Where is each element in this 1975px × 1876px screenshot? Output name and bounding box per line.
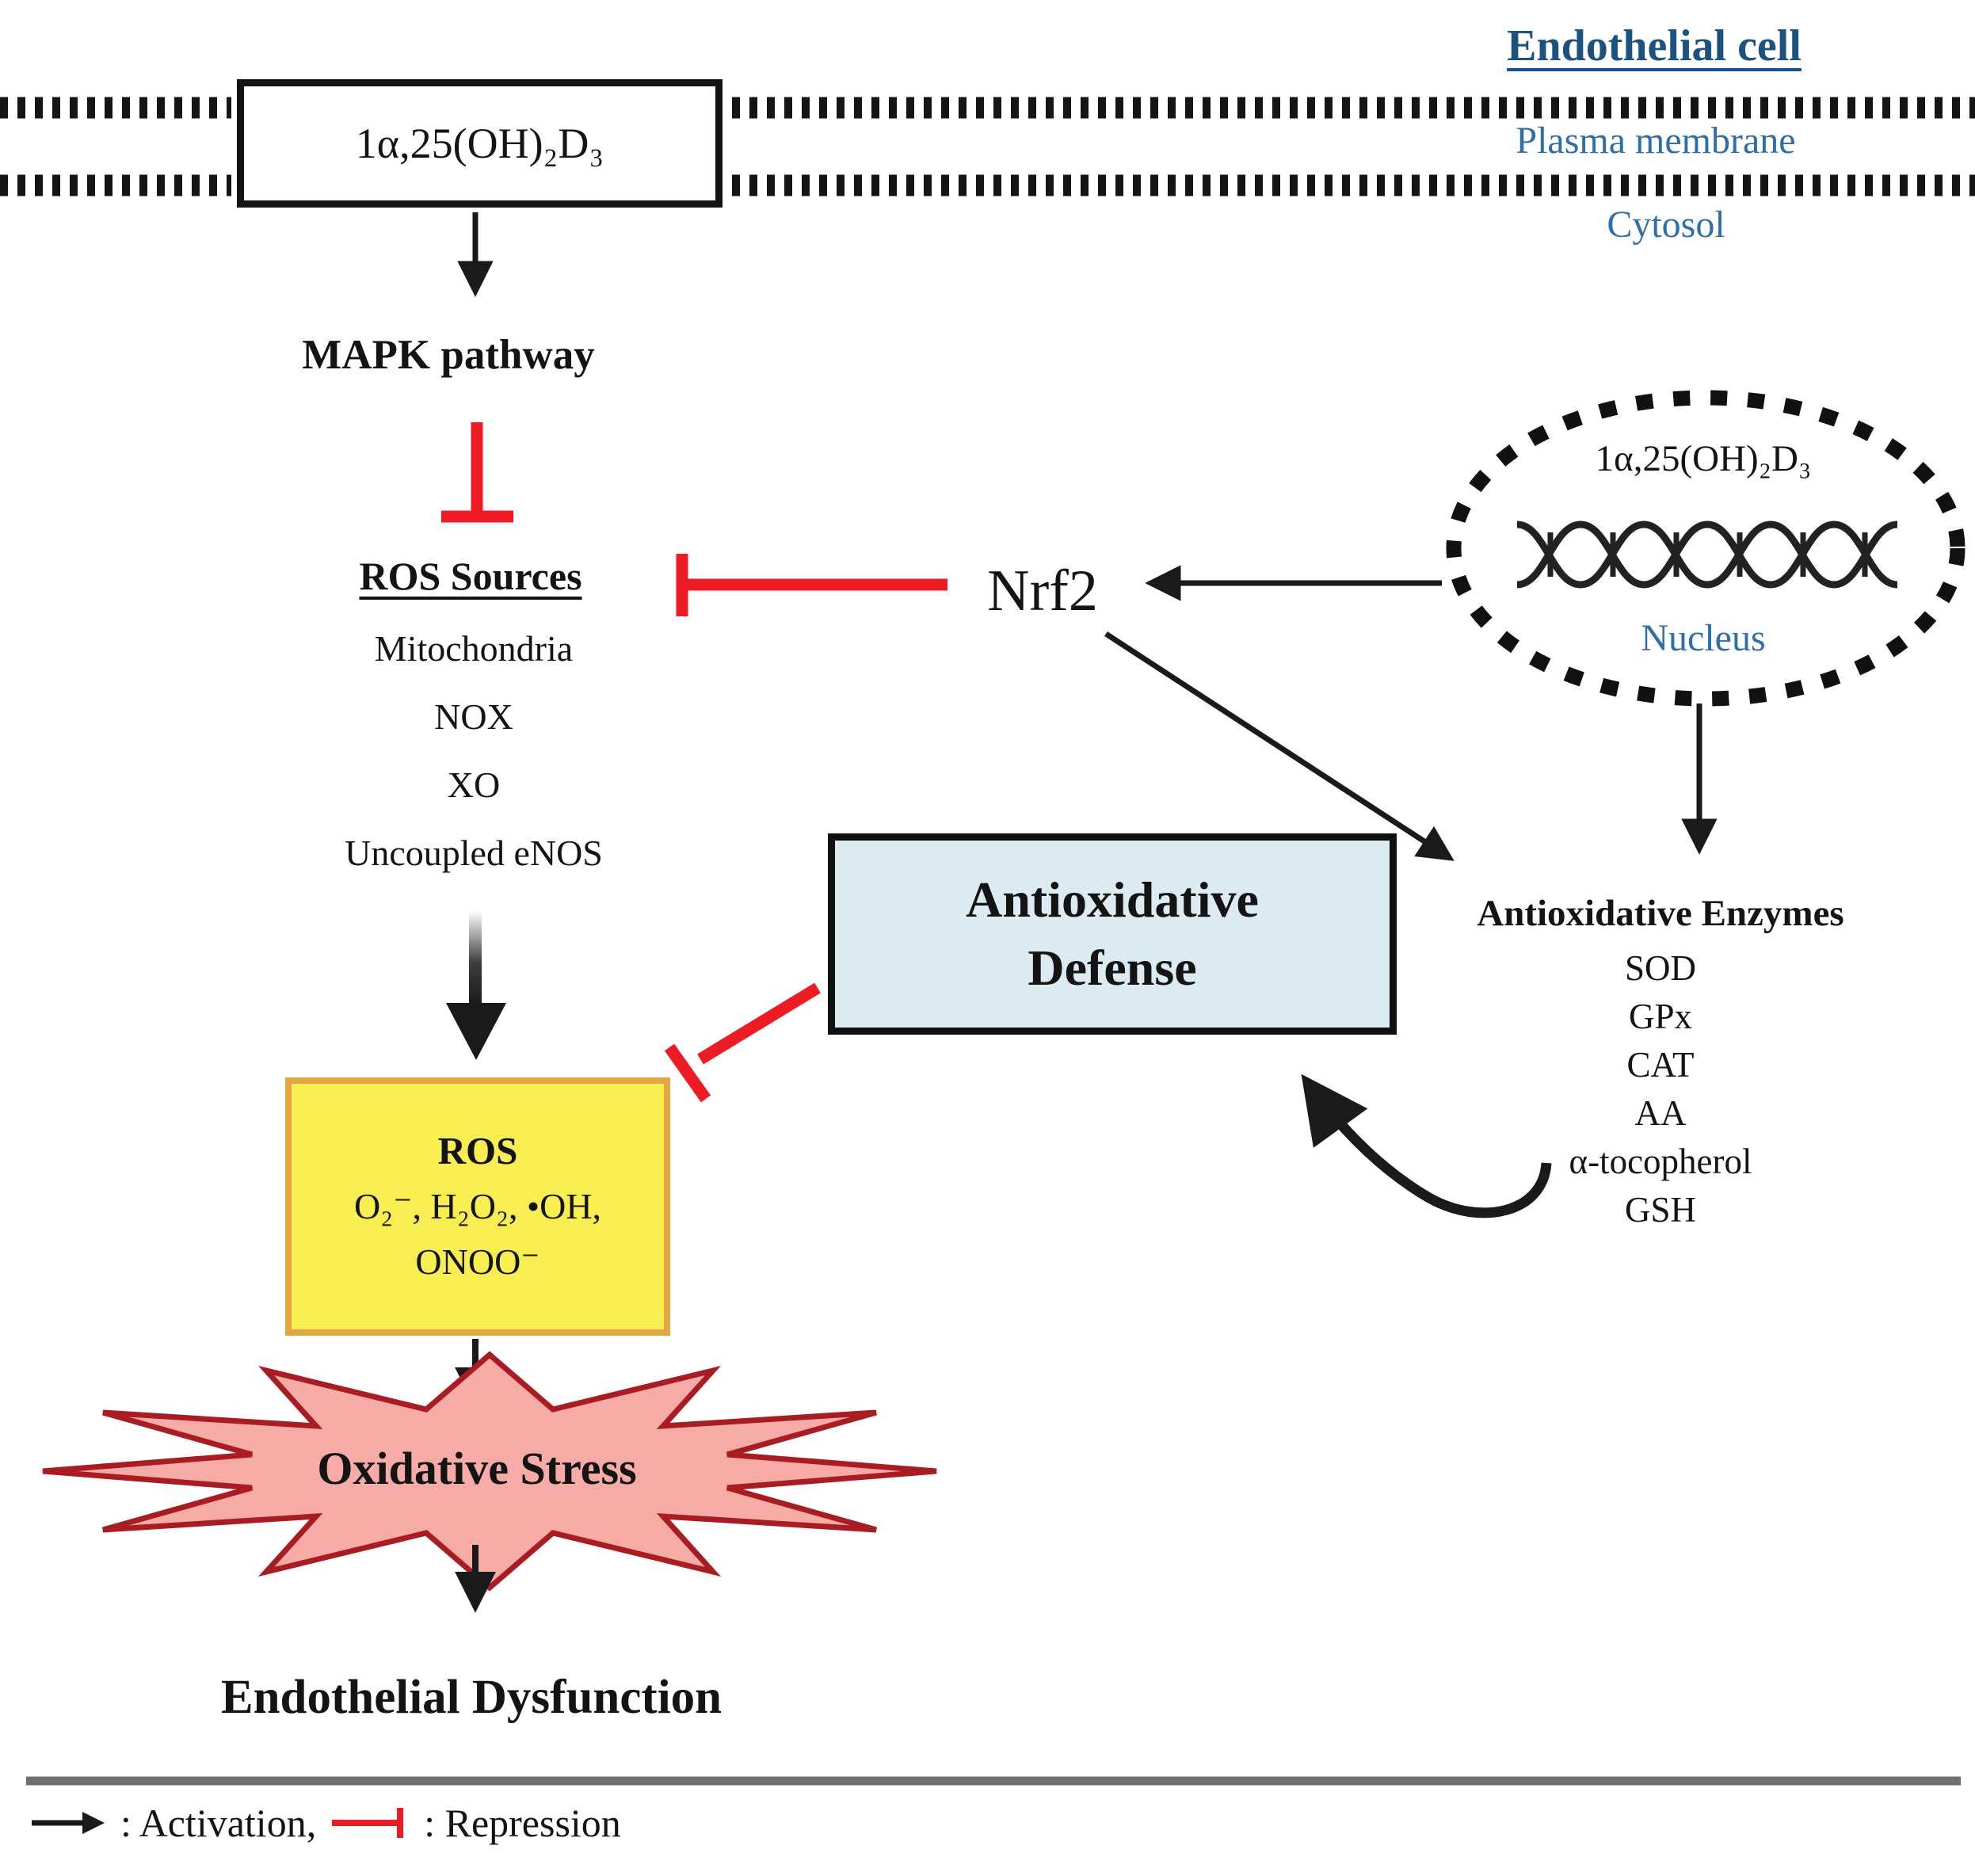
enzyme-item: CAT bbox=[1626, 1045, 1695, 1085]
activation-label: : Activation, bbox=[120, 1801, 317, 1845]
vitd-box-label: 1α,25(OH)₂D₃ bbox=[355, 120, 604, 167]
antioxidative-enzymes-title: Antioxidative Enzymes bbox=[1477, 893, 1844, 934]
nucleus-vitd-label: 1α,25(OH)₂D₃ bbox=[1595, 438, 1812, 479]
defense-line2: Defense bbox=[1028, 940, 1197, 996]
repression-label: : Repression bbox=[424, 1801, 621, 1845]
mapk-pathway-label: MAPK pathway bbox=[302, 332, 595, 378]
legend: : Activation, : Repression bbox=[30, 1800, 621, 1846]
vitd-box: 1α,25(OH)₂D₃ bbox=[237, 79, 723, 208]
enzyme-item: GSH bbox=[1624, 1190, 1697, 1230]
endothelial-cell-title: Endothelial cell bbox=[1507, 21, 1802, 71]
ros-source-item: Uncoupled eNOS bbox=[345, 833, 603, 873]
repression-defense-to-ros-box bbox=[664, 982, 821, 1103]
enzyme-item: GPx bbox=[1628, 997, 1693, 1036]
ros-box: ROS O₂⁻, H₂O₂, •OH, ONOO⁻ bbox=[285, 1077, 670, 1336]
defense-line1: Antioxidative bbox=[966, 871, 1259, 928]
ros-source-item: XO bbox=[447, 765, 501, 805]
arrow-enzymes-to-defense bbox=[1301, 1073, 1552, 1218]
cytosol-label: Cytosol bbox=[1607, 204, 1725, 246]
ros-box-title: ROS bbox=[437, 1129, 518, 1172]
ros-source-item: NOX bbox=[434, 696, 513, 737]
ros-box-species-line1: O₂⁻, H₂O₂, •OH, bbox=[353, 1186, 602, 1226]
repression-nrf2-to-ros-sources bbox=[676, 554, 947, 616]
ros-source-item: Mitochondria bbox=[374, 628, 574, 669]
nucleus-label: Nucleus bbox=[1641, 617, 1766, 659]
repression-mapk-to-ros-sources bbox=[441, 422, 513, 523]
arrow-nrf2-to-enzymes bbox=[1104, 631, 1455, 861]
plasma-membrane-label: Plasma membrane bbox=[1516, 120, 1796, 162]
arrow-ros-sources-to-ros-box bbox=[446, 911, 506, 1060]
dna-helix-icon bbox=[1516, 520, 1898, 589]
ros-sources-title: ROS Sources bbox=[359, 554, 582, 598]
enzyme-item: AA bbox=[1634, 1093, 1687, 1133]
repression-tbar-icon bbox=[332, 1808, 404, 1838]
nrf2-label: Nrf2 bbox=[987, 559, 1098, 623]
oxidative-stress-star bbox=[42, 1351, 937, 1592]
endothelial-dysfunction-label: Endothelial Dysfunction bbox=[220, 1671, 723, 1724]
oxidative-stress-label: Oxidative Stress bbox=[317, 1443, 637, 1494]
ros-box-species-line2: ONOO⁻ bbox=[415, 1241, 540, 1282]
activation-arrow-icon bbox=[32, 1812, 105, 1834]
enzyme-item: α-tocopherol bbox=[1569, 1142, 1752, 1181]
antioxidative-defense-box: Antioxidative Defense bbox=[828, 833, 1397, 1035]
enzyme-item: SOD bbox=[1624, 948, 1697, 988]
nucleus-ellipse bbox=[1446, 390, 1965, 707]
